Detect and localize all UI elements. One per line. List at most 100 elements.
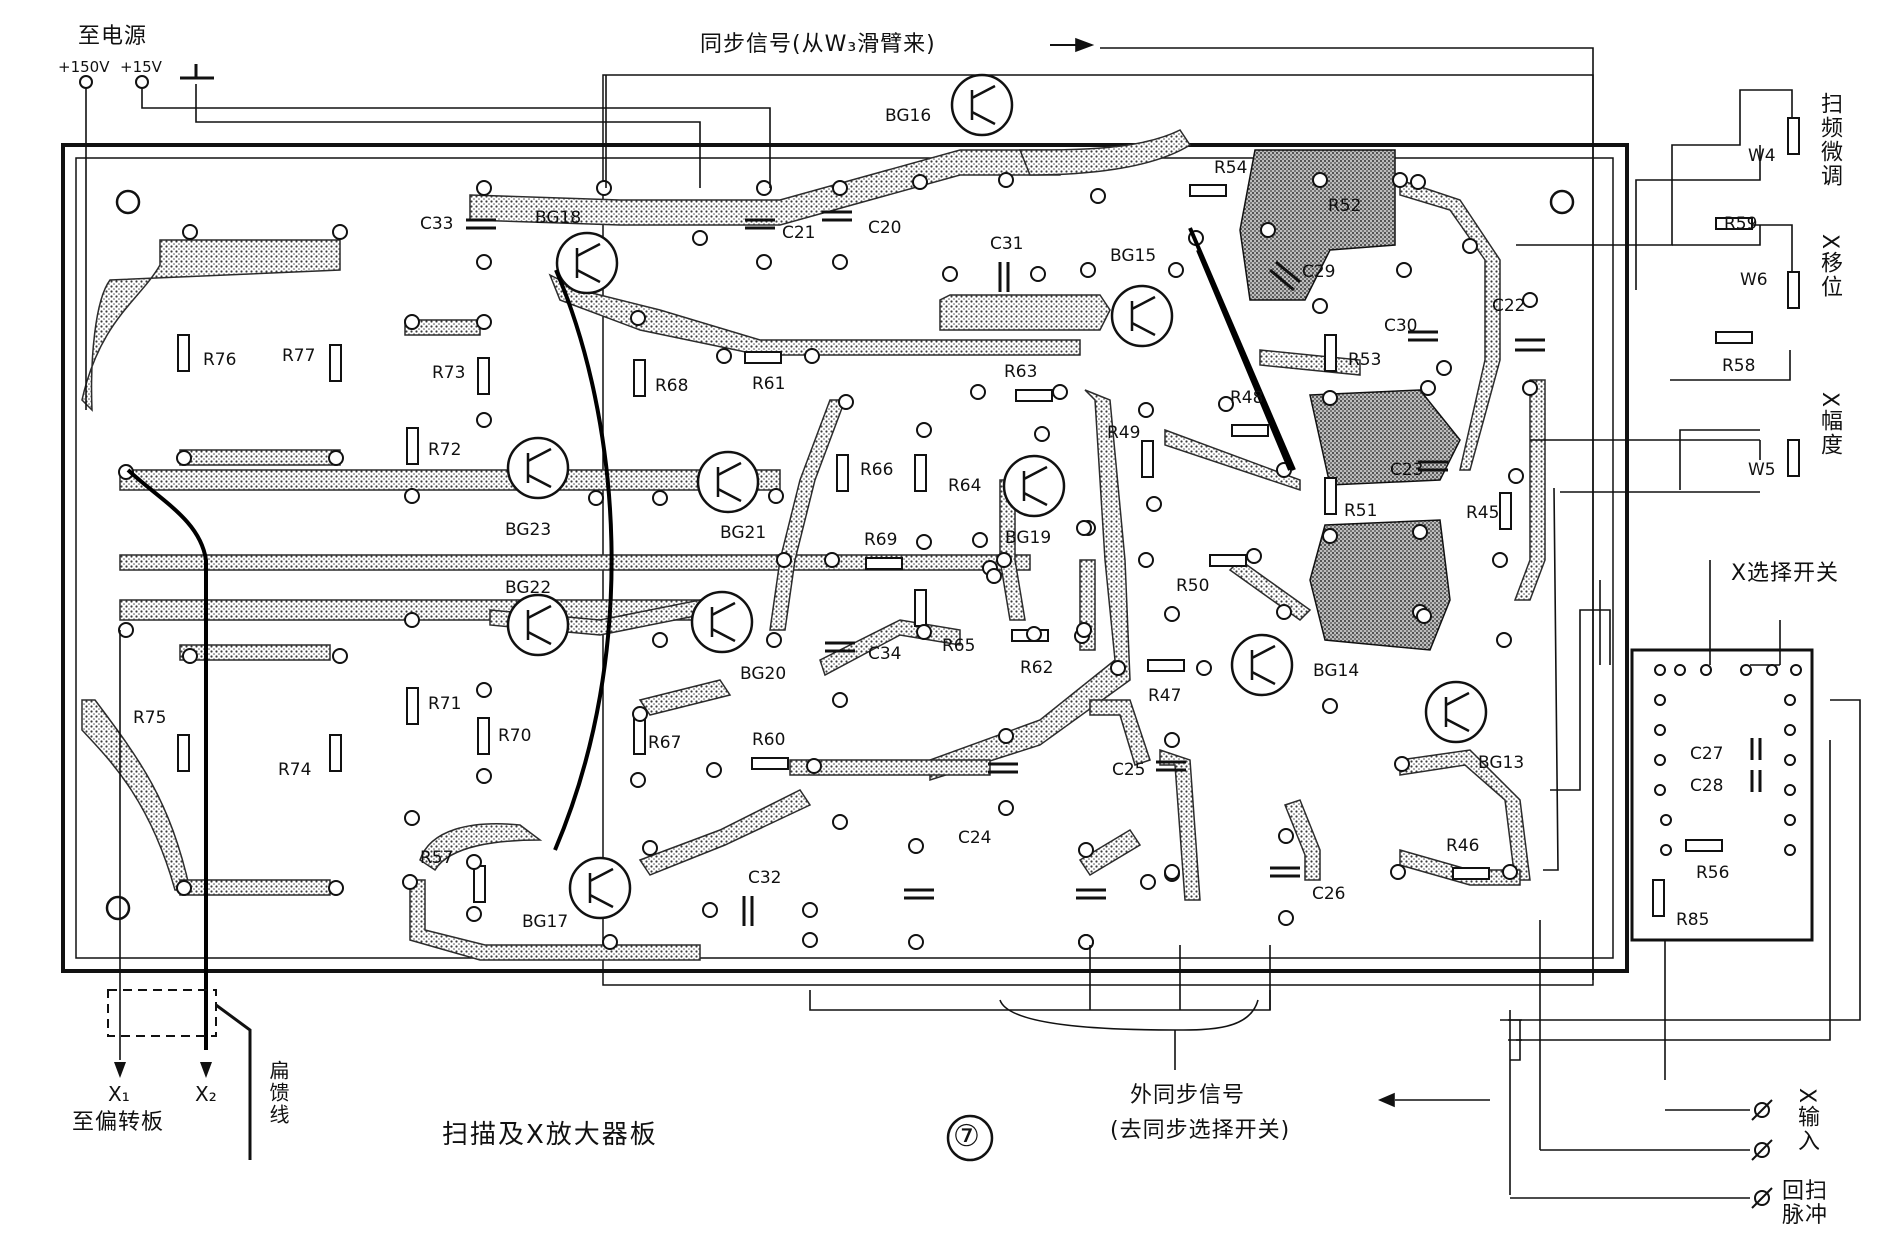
label-r45: R45 — [1466, 503, 1500, 523]
x-selector-label: X选择开关 — [1730, 561, 1840, 586]
label-r76: R76 — [203, 350, 237, 370]
label-c34: C34 — [868, 644, 902, 664]
x-shift-label: X移位 — [1817, 234, 1842, 300]
label-c26: C26 — [1312, 884, 1346, 904]
label-c25: C25 — [1112, 760, 1146, 780]
external-wiring — [85, 37, 1861, 1199]
transistor-internals — [526, 84, 1470, 909]
label-w5: W5 — [1748, 460, 1776, 480]
label-bg23: BG23 — [505, 520, 552, 540]
arrow-x1 — [114, 1062, 126, 1078]
label-c29: C29 — [1302, 262, 1336, 282]
power-heading: 至电源 — [78, 24, 148, 49]
label-r64: R64 — [948, 476, 982, 496]
label-c21: C21 — [782, 223, 816, 243]
label-r56: R56 — [1696, 863, 1730, 883]
label-c27: C27 — [1690, 744, 1724, 764]
transistor-symbols — [506, 73, 1488, 920]
terminal-15v — [135, 75, 149, 89]
label-r71: R71 — [428, 694, 462, 714]
x-amplitude-label: X幅度 — [1817, 392, 1842, 458]
mount-hole — [105, 895, 131, 921]
deflection-x2-label: X₂ — [195, 1082, 217, 1106]
label-w6: W6 — [1740, 270, 1768, 290]
label-r73: R73 — [432, 363, 466, 383]
jumper-wires — [126, 227, 1296, 1050]
label-c31: C31 — [990, 234, 1024, 254]
switch-contacts — [1654, 664, 1802, 856]
plate-number: ⑦ — [953, 1119, 980, 1154]
label-r77: R77 — [282, 346, 316, 366]
external-sync-line2: (去同步选择开关) — [1110, 1118, 1291, 1143]
label-r46: R46 — [1446, 836, 1480, 856]
label-w4: W4 — [1748, 146, 1776, 166]
solder-pads — [118, 172, 1538, 950]
board-outline — [61, 143, 1629, 973]
label-r53: R53 — [1348, 350, 1382, 370]
board-title: 扫描及X放大器板 — [442, 1120, 658, 1150]
x-input-label: X输入 — [1794, 1088, 1819, 1154]
label-r60: R60 — [752, 730, 786, 750]
retrace-pulse-label: 回扫脉冲 — [1782, 1179, 1829, 1229]
label-r75: R75 — [133, 708, 167, 728]
label-c20: C20 — [868, 218, 902, 238]
label-r67: R67 — [648, 733, 682, 753]
mount-hole — [115, 189, 141, 215]
label-bg16: BG16 — [885, 106, 932, 126]
label-bg15: BG15 — [1110, 246, 1157, 266]
label-bg22: BG22 — [505, 578, 552, 598]
label-c32: C32 — [748, 868, 782, 888]
board-inner-outline — [75, 157, 1614, 959]
resistor-symbols — [177, 117, 1800, 917]
label-c30: C30 — [1384, 316, 1418, 336]
label-bg13: BG13 — [1478, 753, 1525, 773]
label-r57: R57 — [420, 848, 454, 868]
label-bg14: BG14 — [1313, 661, 1360, 681]
power-15v-label: +15V — [120, 58, 162, 76]
label-r48: R48 — [1230, 388, 1264, 408]
label-r85: R85 — [1676, 910, 1710, 930]
label-c23: C23 — [1390, 460, 1424, 480]
label-r47: R47 — [1148, 686, 1182, 706]
label-bg17: BG17 — [522, 912, 569, 932]
flat-cable-label: 扁馈线 — [266, 1060, 290, 1126]
label-r54: R54 — [1214, 158, 1248, 178]
label-bg19: BG19 — [1005, 528, 1052, 548]
label-r63: R63 — [1004, 362, 1038, 382]
label-bg20: BG20 — [740, 664, 787, 684]
cable-box — [107, 989, 217, 1037]
power-150v-label: +150V — [58, 58, 110, 76]
sweep-fine-label: 扫频微调 — [1817, 92, 1842, 188]
input-jack-slashes — [1751, 1099, 1773, 1209]
label-r52: R52 — [1328, 196, 1362, 216]
label-c22: C22 — [1492, 296, 1526, 316]
label-r66: R66 — [860, 460, 894, 480]
copper-traces — [81, 129, 1546, 961]
ground-symbol — [180, 64, 214, 80]
label-r68: R68 — [655, 376, 689, 396]
label-bg21: BG21 — [720, 523, 767, 543]
label-r59: R59 — [1724, 214, 1758, 234]
flat-cable-lead — [215, 1003, 252, 1160]
deflection-x1-label: X₁ — [108, 1082, 130, 1106]
deflection-caption: 至偏转板 — [72, 1110, 165, 1135]
label-r61: R61 — [752, 374, 786, 394]
label-r65: R65 — [942, 636, 976, 656]
label-r74: R74 — [278, 760, 312, 780]
external-sync-line1: 外同步信号 — [1130, 1083, 1246, 1108]
label-c28: C28 — [1690, 776, 1724, 796]
label-r72: R72 — [428, 440, 462, 460]
label-c33: C33 — [420, 214, 454, 234]
label-r58: R58 — [1722, 356, 1756, 376]
selector-switch-outline — [1630, 648, 1814, 942]
arrow-x2 — [200, 1062, 212, 1078]
sync-signal-label: 同步信号(从W₃滑臂来) — [700, 32, 936, 57]
label-r49: R49 — [1107, 423, 1141, 443]
label-r62: R62 — [1020, 658, 1054, 678]
terminal-150v — [79, 75, 93, 89]
label-c24: C24 — [958, 828, 992, 848]
label-r70: R70 — [498, 726, 532, 746]
label-r50: R50 — [1176, 576, 1210, 596]
